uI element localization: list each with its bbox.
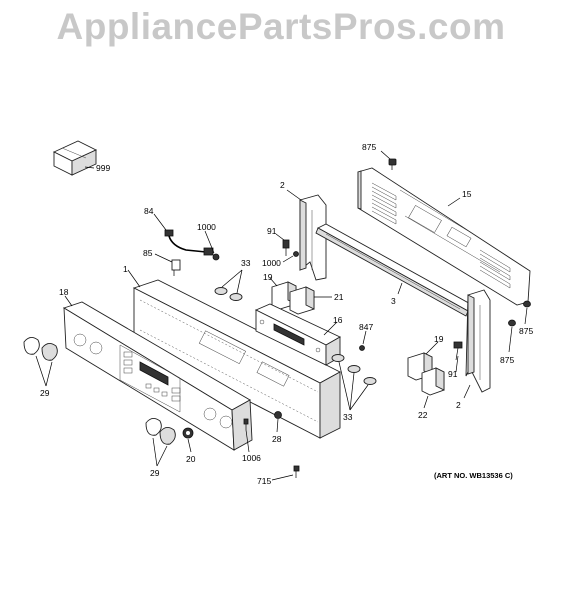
callout-20: 20 <box>186 454 196 464</box>
callout-33-upper: 33 <box>241 258 251 268</box>
part-84-wire-harness[interactable] <box>164 229 214 256</box>
callout-19-upper: 19 <box>263 272 273 282</box>
callout-84: 84 <box>144 206 154 216</box>
part-715-screw[interactable] <box>293 465 300 478</box>
callout-85: 85 <box>143 248 153 258</box>
part-91-clip-lower[interactable] <box>453 341 463 361</box>
part-2-bracket-right[interactable] <box>465 289 491 393</box>
part-15-rear-panel[interactable] <box>357 167 531 306</box>
callout-1000-lower: 1000 <box>262 258 281 268</box>
part-2-bracket-left[interactable] <box>299 194 327 281</box>
callout-2-right: 2 <box>456 400 461 410</box>
callout-28: 28 <box>272 434 282 444</box>
callout-2-left: 2 <box>280 180 285 190</box>
callout-875-right-lower: 875 <box>500 355 514 365</box>
part-29-knobs-right[interactable] <box>145 418 176 445</box>
callout-3: 3 <box>391 296 396 306</box>
callout-847: 847 <box>359 322 373 332</box>
callout-715: 715 <box>257 476 271 486</box>
part-1006-screw[interactable] <box>243 418 249 430</box>
callout-22: 22 <box>418 410 428 420</box>
callout-18: 18 <box>59 287 69 297</box>
part-18-front-panel[interactable] <box>62 301 253 451</box>
callout-1000-upper: 1000 <box>197 222 216 232</box>
callout-29-right: 29 <box>150 468 160 478</box>
callout-875-top: 875 <box>362 142 376 152</box>
part-875-screw-right-upper[interactable] <box>523 300 531 308</box>
callout-33-lower: 33 <box>343 412 353 422</box>
part-999-box[interactable] <box>52 140 98 176</box>
callout-1006: 1006 <box>242 453 261 463</box>
callout-21: 21 <box>334 292 344 302</box>
callout-19-lower: 19 <box>434 334 444 344</box>
callout-91-upper: 91 <box>267 226 277 236</box>
callout-1: 1 <box>123 264 128 274</box>
part-91-clip-upper[interactable] <box>282 239 290 256</box>
part-33-clips-upper[interactable] <box>214 287 243 301</box>
part-1000-screw-upper[interactable] <box>212 253 220 261</box>
part-1-control-panel-frame[interactable] <box>132 279 341 439</box>
part-28-screw[interactable] <box>274 411 282 419</box>
part-85-connector[interactable] <box>171 259 181 276</box>
callout-29-left: 29 <box>40 388 50 398</box>
part-29-knobs-left[interactable] <box>23 337 58 361</box>
part-875-screw-right-lower[interactable] <box>508 319 516 327</box>
part-22-switch[interactable] <box>421 367 445 396</box>
part-21-switch[interactable] <box>289 286 315 315</box>
part-3-cross-rail[interactable] <box>315 223 475 317</box>
part-1000-screw-lower[interactable] <box>293 251 299 257</box>
part-33-clips-lower[interactable] <box>331 354 377 385</box>
callout-91-lower: 91 <box>448 369 458 379</box>
callout-875-right-upper: 875 <box>519 326 533 336</box>
callout-16: 16 <box>333 315 343 325</box>
watermark-text: AppliancePartsPros.com <box>56 6 506 47</box>
callout-999: 999 <box>96 163 110 173</box>
part-20-bezel-ring[interactable] <box>182 427 194 439</box>
callout-15: 15 <box>462 189 472 199</box>
part-875-screw-top[interactable] <box>388 158 397 170</box>
part-847-screw[interactable] <box>359 345 365 351</box>
art-number-label: (ART NO. WB13536 C) <box>434 471 513 480</box>
